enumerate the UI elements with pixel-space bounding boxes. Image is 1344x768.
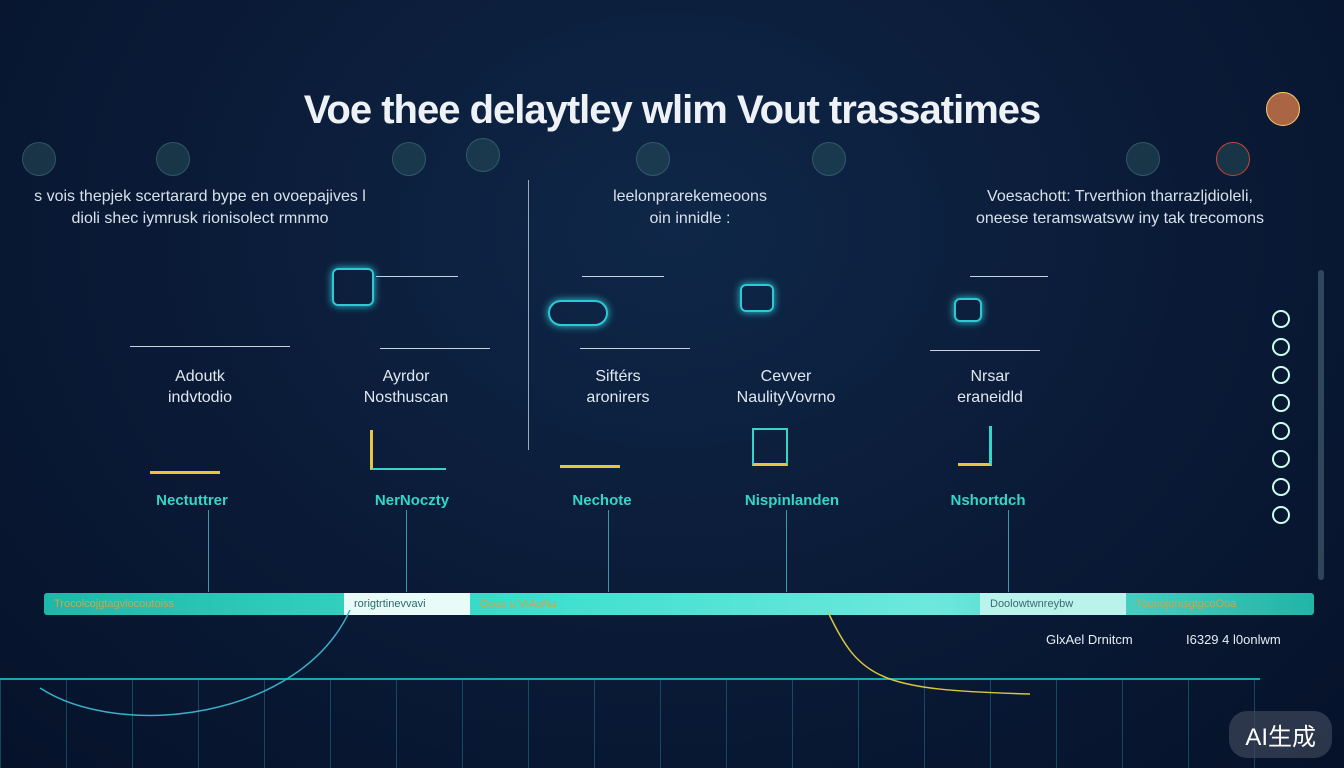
timeline-segment[interactable]: Goos u VrAoNa [480,598,557,610]
ai-generated-badge: AI生成 [1229,711,1332,758]
user-icon[interactable] [1272,450,1290,468]
node-icon [332,268,374,306]
page-title: Voe thee delaytley wlim Vout trassatimes [303,88,1042,132]
side-toolbar [1272,310,1290,524]
connector [582,276,664,277]
refresh-icon[interactable] [1272,338,1290,356]
yellow-chart-icon [370,430,446,470]
connector [406,510,407,592]
status-icon [1266,92,1300,126]
node-caption: Nispinlanden [744,492,840,509]
intro-line: Voesachott: Trverthion tharrazljdioleli, [987,188,1253,205]
footer-label: GlxAel Drnitcm [1046,632,1133,647]
node-caption: Nshortdch [950,492,1026,509]
intro-text-1: s vois thepjek scertarard bype en ovoepa… [0,186,400,230]
globe-icon[interactable] [1272,394,1290,412]
wifi-icon[interactable] [1272,422,1290,440]
connector [786,510,787,592]
intro-line: oin innidle : [649,210,731,227]
connector [376,276,458,277]
timeline-bar[interactable]: Trocolcojgtagvlocoutoiss rorigtrtinevvav… [44,593,1314,615]
yellow-chart-icon [150,440,220,474]
target-icon[interactable] [1272,310,1290,328]
curve [39,609,351,717]
connector [1008,510,1009,592]
globe-icon [392,142,426,176]
node-icon [740,284,774,312]
settings-icon[interactable] [1272,366,1290,384]
yellow-chart-icon [752,428,788,466]
intro-line: leelonprarekemeoons [613,188,767,205]
yellow-chart-icon [958,426,992,466]
device-icon [156,142,190,176]
connector [528,180,529,450]
intro-line: dioli shec iymrusk rionisolect rmnmo [71,210,329,227]
chart-icon [1126,142,1160,176]
timeline-segment[interactable]: rorigtrtinevvavi [344,593,470,615]
intro-text-3: Voesachott: Trverthion tharrazljdioleli,… [930,186,1310,230]
intro-text-2: leelonprarekemeoons oin innidle : [580,186,800,230]
node-adoutk[interactable]: Adoutk indvtodio [120,366,280,408]
node-nrsar[interactable]: Nrsar eraneidld [910,366,1070,408]
node-label: aronirers [586,389,650,406]
connector [608,510,609,592]
node-icon [548,300,608,326]
clock-icon[interactable] [1272,506,1290,524]
node-caption: Nechote [572,492,632,509]
footer-label: I6329 4 l0onlwm [1186,632,1281,647]
connector [208,510,209,592]
node-caption: Nectuttrer [156,492,228,509]
badge-icon [812,142,846,176]
node-label: Ayrdor [382,368,430,385]
intro-line: s vois thepjek scertarard bype en ovoepa… [34,188,366,205]
node-label: Adoutk [175,368,225,385]
node-label: Nosthuscan [363,389,449,406]
curve [827,611,1031,695]
intro-line: oneese teramswatsvw iny tak trecomons [975,210,1265,227]
timeline-segment[interactable]: Doolowtwnreybw [980,593,1126,615]
connector-curves [39,609,1031,717]
target-icon [636,142,670,176]
connector [970,276,1048,277]
node-icon [954,298,982,322]
timeline-segment[interactable]: ToonojonisgtgcoOoa [1136,598,1237,610]
node-label: eraneidld [957,389,1023,406]
node-label: NaulityVovrno [736,389,836,406]
node-sifters[interactable]: Siftérs aronirers [538,366,698,408]
timeline-segment[interactable]: Trocolcojgtagvlocoutoiss [54,598,175,610]
node-label: Nrsar [970,368,1010,385]
scrollbar[interactable] [1318,270,1324,580]
node-label: Cevver [760,368,812,385]
node-caption: NerNoczty [374,492,450,509]
connector [930,350,1040,351]
connector [380,348,490,349]
node-label: Siftérs [595,368,641,385]
connector [130,346,290,347]
info-icon[interactable] [1272,478,1290,496]
globe-icon [22,142,56,176]
bottom-grid [0,678,1260,768]
node-label: indvtodio [167,389,233,406]
alert-icon [1216,142,1250,176]
yellow-chart-icon [560,434,620,468]
clock-icon [466,138,500,172]
connector [580,348,690,349]
